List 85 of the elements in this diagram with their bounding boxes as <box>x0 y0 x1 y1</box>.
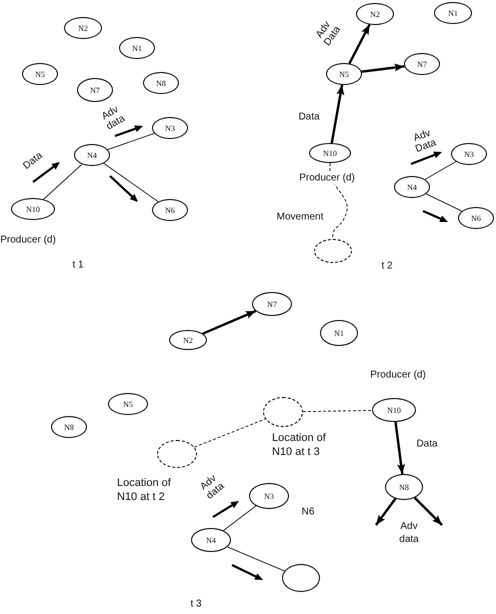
node-ellipse <box>22 63 58 85</box>
connector-line <box>107 133 155 150</box>
node-ellipse <box>169 330 207 350</box>
node-caption: Producer (d) <box>299 172 355 184</box>
node-label: N1 <box>448 8 458 18</box>
dashed-line <box>330 162 348 240</box>
edge-label: Adv Data <box>411 127 438 155</box>
arrow <box>375 498 396 526</box>
node-ellipse <box>372 398 416 422</box>
node-ellipse <box>74 144 110 166</box>
node-ellipse <box>326 63 362 85</box>
connector-line <box>103 162 159 202</box>
node-label: N4 <box>87 150 97 160</box>
arrow <box>348 24 371 64</box>
text-label: Adv data <box>399 520 419 546</box>
node-ellipse <box>320 320 358 346</box>
connector-line <box>426 193 462 212</box>
edge-label: Data <box>416 438 438 450</box>
empty-ellipse <box>282 564 320 592</box>
node-ellipse <box>143 72 179 94</box>
node-ellipse <box>252 292 292 316</box>
node-ellipse <box>11 198 55 220</box>
node-label: N10 <box>387 406 401 414</box>
connector-line <box>223 505 256 531</box>
node-ellipse <box>356 3 394 25</box>
node-caption: Producer (d) <box>370 368 426 382</box>
node-label: N2 <box>370 10 380 18</box>
node-ellipse <box>451 143 487 165</box>
node-label: N5 <box>339 70 349 78</box>
node-label: N4 <box>407 182 417 192</box>
node-ellipse <box>404 53 440 75</box>
node-ellipse <box>191 528 231 552</box>
node-label: N1 <box>132 44 142 52</box>
arrow <box>361 64 405 73</box>
connector-line <box>226 546 285 572</box>
node-caption: Producer (d) <box>0 234 56 246</box>
node-label: N2 <box>183 336 193 344</box>
node-label: N8 <box>156 78 166 88</box>
connector-line <box>43 164 82 200</box>
arrow <box>414 496 443 526</box>
node-ellipse <box>152 199 188 221</box>
node-label: N6 <box>471 214 481 222</box>
dashed-line <box>302 410 372 412</box>
node-label: N8 <box>64 422 74 432</box>
text-label: t 2 <box>381 260 393 272</box>
arrow <box>202 310 256 335</box>
node-label: N5 <box>123 400 133 408</box>
node-ellipse <box>385 474 423 500</box>
node-label: N8 <box>399 482 409 492</box>
node-label: N3 <box>264 492 274 500</box>
dashed-ellipse <box>314 239 352 263</box>
node-ellipse <box>394 176 430 198</box>
text-label: N6 <box>302 506 314 518</box>
node-label: N5 <box>35 70 45 78</box>
node-label: N1 <box>334 328 344 338</box>
node-ellipse <box>108 393 148 415</box>
edge-label: Movement <box>276 212 324 222</box>
node-ellipse <box>309 143 351 163</box>
node-ellipse <box>77 78 113 102</box>
edge-label: Adv data <box>99 104 127 132</box>
node-label: N10 <box>26 204 40 214</box>
node-ellipse <box>119 37 155 59</box>
node-ellipse <box>51 416 87 438</box>
node-ellipse <box>152 117 188 139</box>
text-label: t 1 <box>72 258 84 272</box>
edge-label: Data <box>21 150 45 172</box>
node-ellipse <box>458 207 494 229</box>
text-label: t 3 <box>190 598 202 610</box>
node-label: N3 <box>165 124 175 132</box>
node-label: N10 <box>323 148 337 158</box>
node-ellipse <box>249 483 289 509</box>
node-label: N4 <box>206 536 216 544</box>
edge-label: Data <box>298 112 320 122</box>
node-ellipse <box>434 2 472 24</box>
edge-label: Adv data <box>197 472 227 502</box>
arrow <box>394 422 405 474</box>
node-label: N7 <box>267 300 277 308</box>
node-label: N7 <box>90 86 100 94</box>
node-label: N3 <box>464 150 474 158</box>
node-ellipse <box>64 17 102 39</box>
node-label: N6 <box>165 206 175 214</box>
connector-line <box>424 161 456 180</box>
node-label: N2 <box>78 24 88 32</box>
node-label: N7 <box>417 60 427 68</box>
arrow <box>330 84 344 144</box>
